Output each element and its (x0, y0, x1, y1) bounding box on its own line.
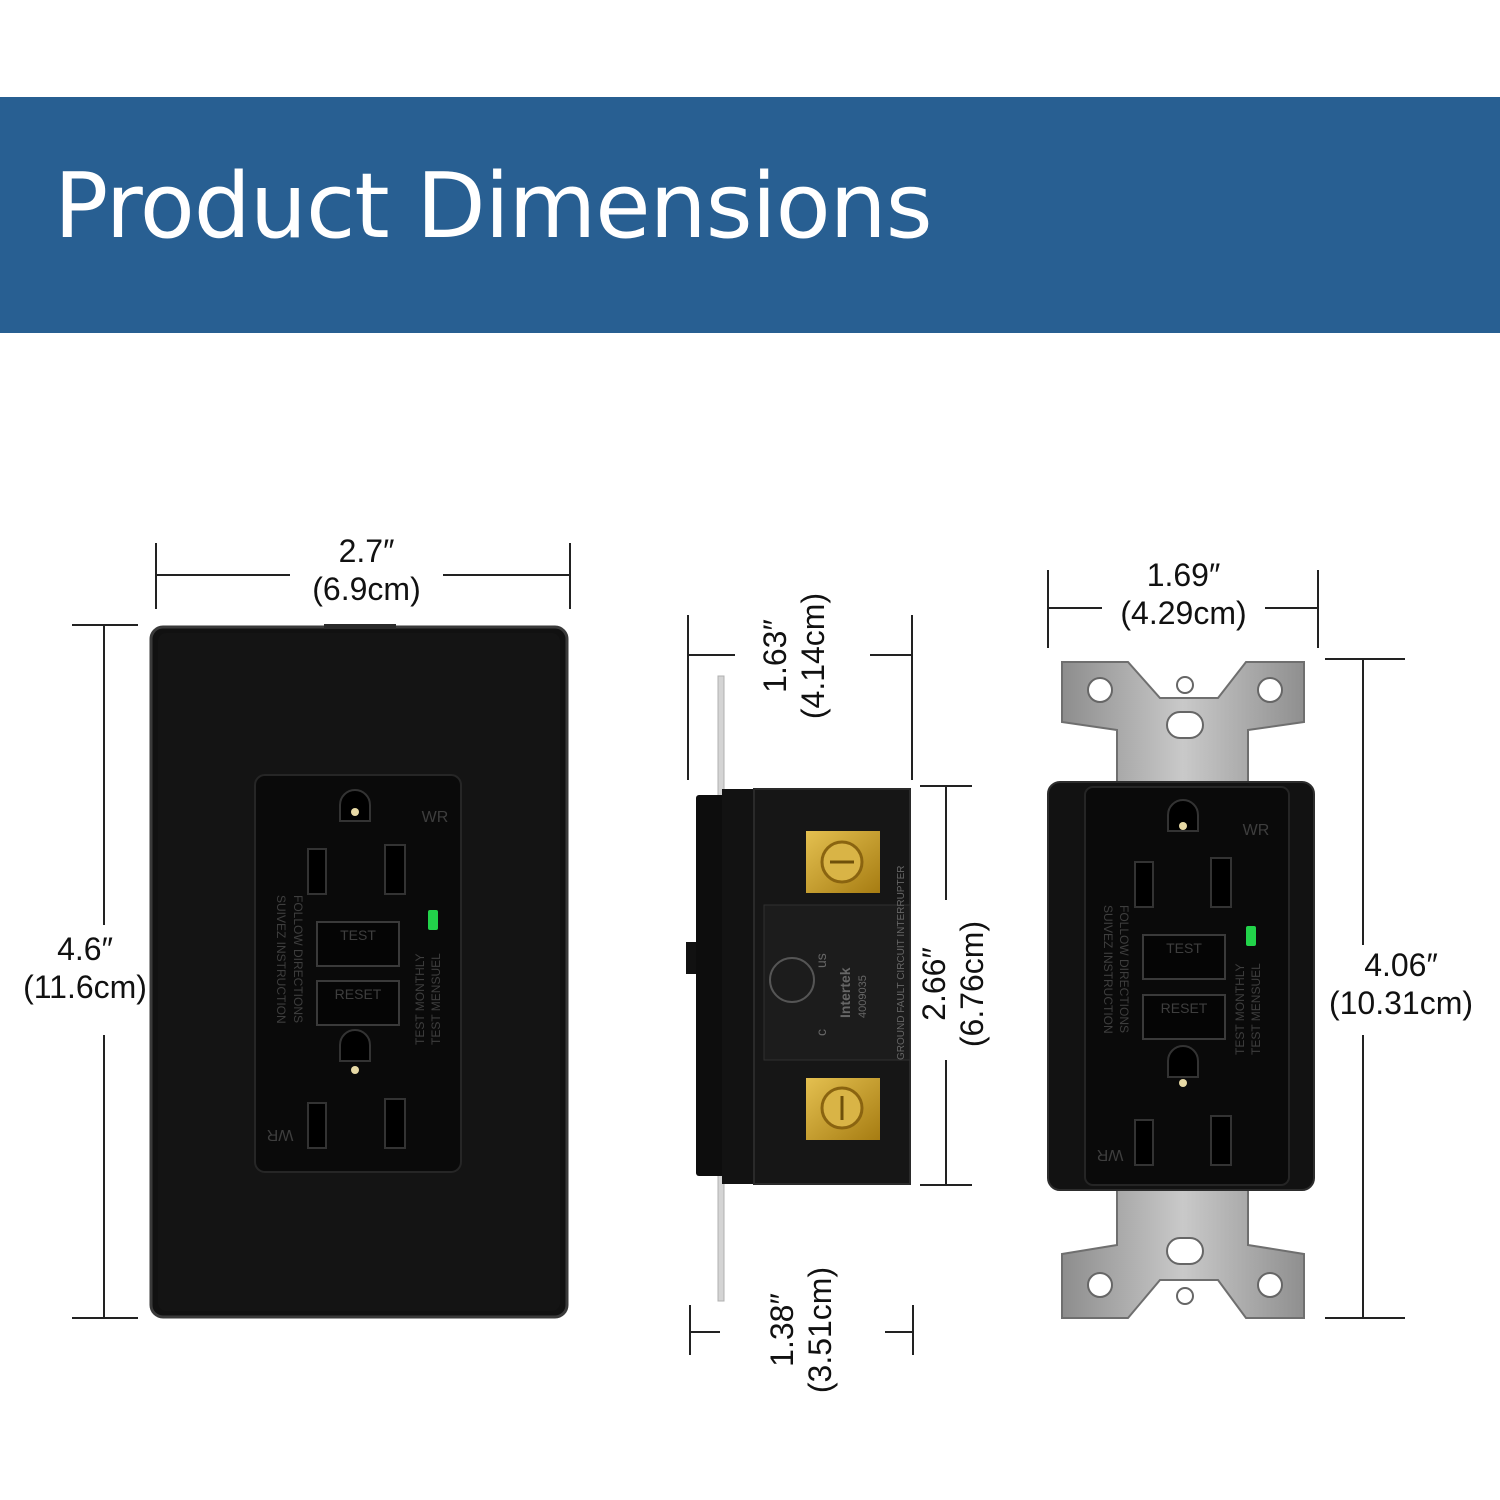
body-height-cm: (6.76cm) (954, 920, 990, 1048)
plate-height-dimension: 4.6″ (11.6cm) (10, 930, 160, 1006)
front-depth-inches: 1.63″ (757, 619, 793, 693)
side-code-label: 4009035 (857, 975, 869, 1018)
receptacle-reset-label: RESET (1161, 1000, 1208, 1016)
header-banner (0, 97, 1500, 333)
receptacle-monthly-label: TEST MONTHLY (1233, 963, 1247, 1055)
wall-plate-labels: TEST RESET WR WR FOLLOW DIRECTIONS SUIVE… (267, 809, 449, 1143)
plate-follow-label: FOLLOW DIRECTIONS (291, 895, 305, 1023)
plate-width-cm: (6.9cm) (312, 571, 421, 607)
receptacle-width-inches: 1.69″ (1146, 557, 1221, 593)
dimension-lines (72, 543, 1405, 1355)
rear-depth-inches: 1.38″ (764, 1293, 800, 1367)
receptacle-wr-label: WR (1243, 822, 1270, 839)
front-depth-dimension: 1.63″ (4.14cm) (756, 566, 836, 746)
side-us-label: us (813, 953, 829, 968)
body-height-inches: 2.66″ (916, 947, 952, 1021)
plate-reset-label: RESET (335, 986, 382, 1002)
plate-height-cm: (11.6cm) (23, 969, 147, 1005)
receptacle-suivez-label: SUIVEZ INSTRUCTION (1101, 905, 1115, 1034)
receptacle-width-cm: (4.29cm) (1120, 595, 1247, 631)
plate-width-dimension: 2.7″ (6.9cm) (290, 532, 443, 608)
side-brand-label: Intertek (837, 967, 853, 1018)
rear-depth-cm: (3.51cm) (802, 1266, 838, 1394)
receptacle-follow-label: FOLLOW DIRECTIONS (1117, 905, 1131, 1033)
side-ground-label: GROUND FAULT CIRCUIT INTERRUPTER (896, 866, 907, 1060)
plate-width-inches: 2.7″ (338, 533, 395, 569)
receptacle-front (1047, 661, 1315, 1319)
body-height-dimension: 2.66″ (6.76cm) (915, 894, 995, 1074)
plate-wr-label-bottom: WR (267, 1126, 294, 1143)
plate-height-inches: 4.6″ (57, 931, 113, 967)
plate-suivez-label: SUIVEZ INSTRUCTION (274, 895, 288, 1024)
receptacle-height-cm: (10.31cm) (1328, 985, 1474, 1021)
receptacle-height-inches: 4.06″ (1364, 947, 1438, 983)
rear-depth-dimension: 1.38″ (3.51cm) (763, 1240, 843, 1420)
receptacle-mensuel-label: TEST MENSUEL (1249, 963, 1263, 1055)
plate-monthly-label: TEST MONTHLY (413, 953, 427, 1045)
front-depth-cm: (4.14cm) (795, 592, 831, 720)
receptacle-test-label: TEST (1166, 940, 1202, 956)
side-c-label: c (813, 1029, 829, 1036)
plate-wr-label: WR (422, 809, 449, 826)
plate-test-label: TEST (340, 927, 376, 943)
receptacle-wr-label-bottom: WR (1097, 1146, 1124, 1163)
plate-mensuel-label: TEST MENSUEL (429, 953, 443, 1045)
side-view-labels: Intertek 4009035 GROUND FAULT CIRCUIT IN… (813, 866, 907, 1060)
page-title: Product Dimensions (54, 154, 933, 259)
side-view (686, 675, 911, 1302)
wall-plate (149, 624, 569, 1319)
receptacle-labels: TEST RESET WR WR FOLLOW DIRECTIONS SUIVE… (1097, 822, 1270, 1163)
receptacle-height-dimension: 4.06″ (10.31cm) (1312, 946, 1490, 1022)
receptacle-width-dimension: 1.69″ (4.29cm) (1102, 556, 1265, 632)
